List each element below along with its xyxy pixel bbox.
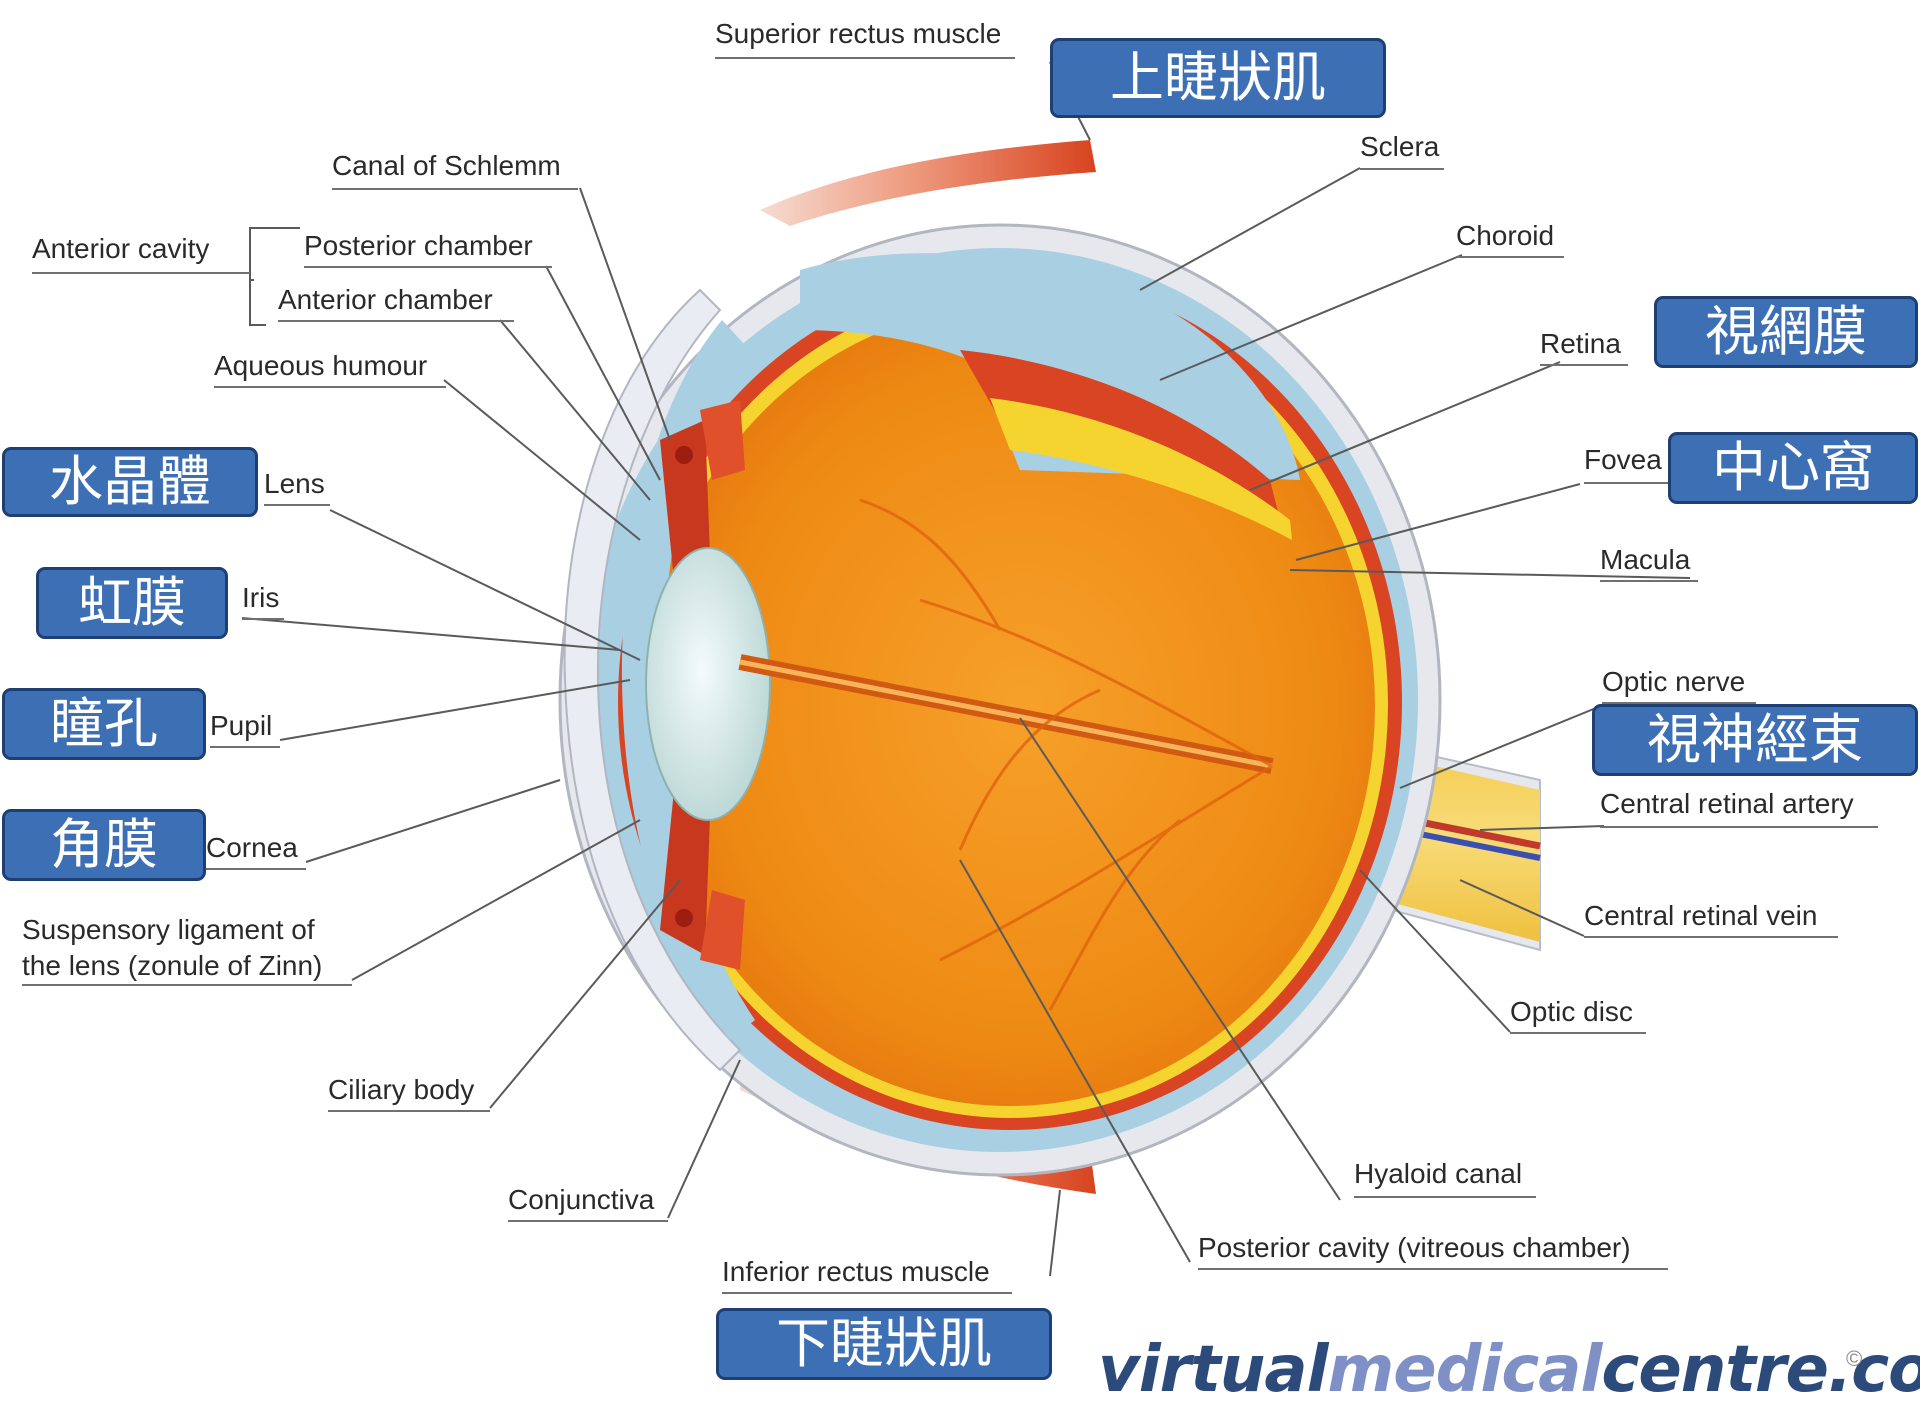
label-choroid: Choroid xyxy=(1456,222,1554,250)
chinese-label-cornea: 角膜 xyxy=(2,809,206,881)
label-central-retinal-vein: Central retinal vein xyxy=(1584,902,1817,930)
canal-of-schlemm xyxy=(675,446,693,464)
label-anterior-chamber: Anterior chamber xyxy=(278,286,493,314)
chinese-label-retina: 視網膜 xyxy=(1654,296,1918,368)
copyright-symbol: © xyxy=(1846,1348,1862,1370)
label-retina: Retina xyxy=(1540,330,1621,358)
label-suspensory-ligament-line2: the lens (zonule of Zinn) xyxy=(22,952,322,980)
label-central-retinal-artery: Central retinal artery xyxy=(1600,790,1854,818)
chinese-label-pupil: 瞳孔 xyxy=(2,688,206,760)
label-fovea: Fovea xyxy=(1584,446,1662,474)
label-optic-disc: Optic disc xyxy=(1510,998,1633,1026)
watermark-logo: virtualmedicalcentre.com xyxy=(1098,1338,1920,1402)
chinese-label-lens: 水晶體 xyxy=(2,447,258,517)
chinese-label-inferior-rectus: 下睫狀肌 xyxy=(716,1308,1052,1380)
chinese-label-superior-rectus: 上睫狀肌 xyxy=(1050,38,1386,118)
label-anterior-cavity: Anterior cavity xyxy=(32,235,209,263)
label-cornea: Cornea xyxy=(206,834,298,862)
label-posterior-chamber: Posterior chamber xyxy=(304,232,533,260)
label-superior-rectus: Superior rectus muscle xyxy=(715,20,1001,48)
chinese-label-optic-nerve: 視神經束 xyxy=(1592,704,1918,776)
chinese-label-iris: 虹膜 xyxy=(36,567,228,639)
label-iris: Iris xyxy=(242,584,279,612)
label-ciliary-body: Ciliary body xyxy=(328,1076,474,1104)
label-lens: Lens xyxy=(264,470,325,498)
label-suspensory-ligament-line1: Suspensory ligament of xyxy=(22,916,315,944)
label-aqueous-humour: Aqueous humour xyxy=(214,352,427,380)
label-posterior-cavity: Posterior cavity (vitreous chamber) xyxy=(1198,1234,1631,1262)
label-inferior-rectus: Inferior rectus muscle xyxy=(722,1258,990,1286)
chinese-label-fovea: 中心窩 xyxy=(1668,432,1918,504)
label-canal-of-schlemm: Canal of Schlemm xyxy=(332,152,561,180)
superior-rectus-muscle xyxy=(760,140,1096,226)
label-conjunctiva: Conjunctiva xyxy=(508,1186,654,1214)
label-pupil: Pupil xyxy=(210,712,272,740)
label-sclera: Sclera xyxy=(1360,133,1439,161)
lens xyxy=(646,548,770,820)
label-optic-nerve: Optic nerve xyxy=(1602,668,1745,696)
label-hyaloid-canal: Hyaloid canal xyxy=(1354,1160,1522,1188)
label-macula: Macula xyxy=(1600,546,1690,574)
